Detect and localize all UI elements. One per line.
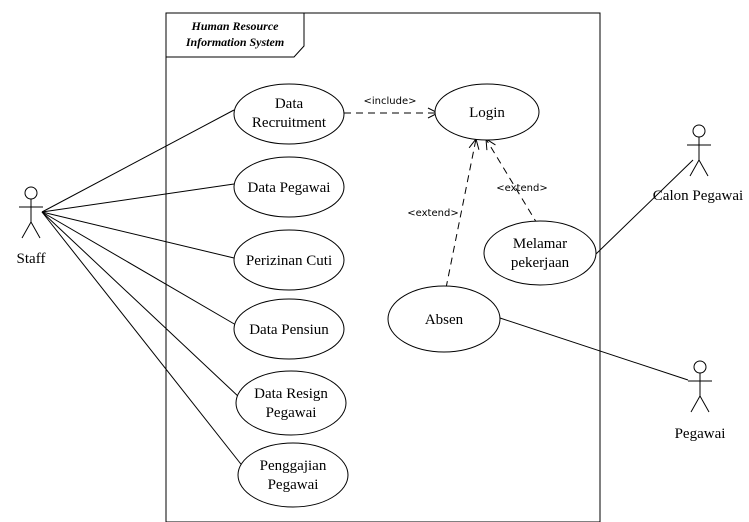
use-case-perizinan-cuti[interactable]: Perizinan Cuti	[233, 229, 345, 291]
assoc-calon-pegawai-melamar	[595, 159, 694, 255]
system-title-line1: Human Resource	[190, 19, 279, 33]
system-title-line2: Information System	[185, 35, 284, 49]
use-case-label: Login	[469, 105, 505, 121]
actor-label: Staff	[17, 251, 46, 267]
extend-dependency-melamar: <extend>	[486, 139, 548, 226]
actor-label: Calon Pegawai	[653, 188, 743, 204]
use-case-label: pekerjaan	[511, 255, 570, 271]
extend-dependency-absen: <extend>	[407, 139, 476, 289]
use-case-label: Perizinan Cuti	[246, 253, 332, 269]
use-case-data-pegawai[interactable]: Data Pegawai	[233, 156, 345, 218]
stick-figure-icon	[687, 124, 711, 177]
include-dependency: <include>	[344, 96, 438, 113]
assoc-staff-data-pegawai	[41, 183, 235, 213]
use-case-penggajian-pegawai[interactable]: Penggajian Pegawai	[237, 442, 349, 508]
use-case-melamar-pekerjaan[interactable]: Melamar pekerjaan	[483, 220, 597, 286]
use-case-label: Data Pegawai	[248, 180, 331, 196]
use-case-data-resign-pegawai[interactable]: Data Resign Pegawai	[235, 370, 347, 436]
use-case-data-pensiun[interactable]: Data Pensiun	[233, 298, 345, 360]
actor-calon-pegawai[interactable]: Calon Pegawai	[653, 124, 743, 204]
use-case-label: Absen	[425, 312, 464, 328]
assoc-staff-perizinan-cuti	[41, 211, 235, 259]
extend-label-absen: <extend>	[407, 208, 458, 219]
actor-label: Pegawai	[675, 426, 726, 442]
use-case-label: Recruitment	[252, 115, 327, 131]
use-case-label: Melamar	[513, 236, 567, 252]
assoc-pegawai-absen	[499, 317, 689, 381]
include-label: <include>	[364, 96, 417, 107]
staff-associations	[41, 109, 245, 469]
use-case-label: Pegawai	[266, 405, 317, 421]
assoc-staff-penggajian	[41, 211, 245, 469]
use-case-label: Data Resign	[254, 386, 328, 402]
assoc-staff-data-resign	[41, 211, 241, 399]
use-case-login[interactable]: Login	[434, 83, 540, 141]
use-case-label: Data	[275, 96, 304, 112]
use-case-data-recruitment[interactable]: Data Recruitment	[233, 83, 345, 145]
assoc-staff-data-pensiun	[41, 211, 237, 326]
extend-label-melamar: <extend>	[496, 183, 547, 194]
stick-figure-icon	[19, 186, 43, 239]
use-case-label: Data Pensiun	[249, 322, 329, 338]
use-case-absen[interactable]: Absen	[387, 285, 501, 353]
stick-figure-icon	[688, 360, 712, 413]
actor-pegawai[interactable]: Pegawai	[675, 360, 726, 442]
use-case-label: Penggajian	[260, 458, 327, 474]
use-case-label: Pegawai	[268, 477, 319, 493]
system-boundary: Human Resource Information System	[165, 12, 601, 522]
actor-staff[interactable]: Staff	[17, 186, 46, 267]
assoc-staff-data-recruitment	[41, 109, 235, 213]
